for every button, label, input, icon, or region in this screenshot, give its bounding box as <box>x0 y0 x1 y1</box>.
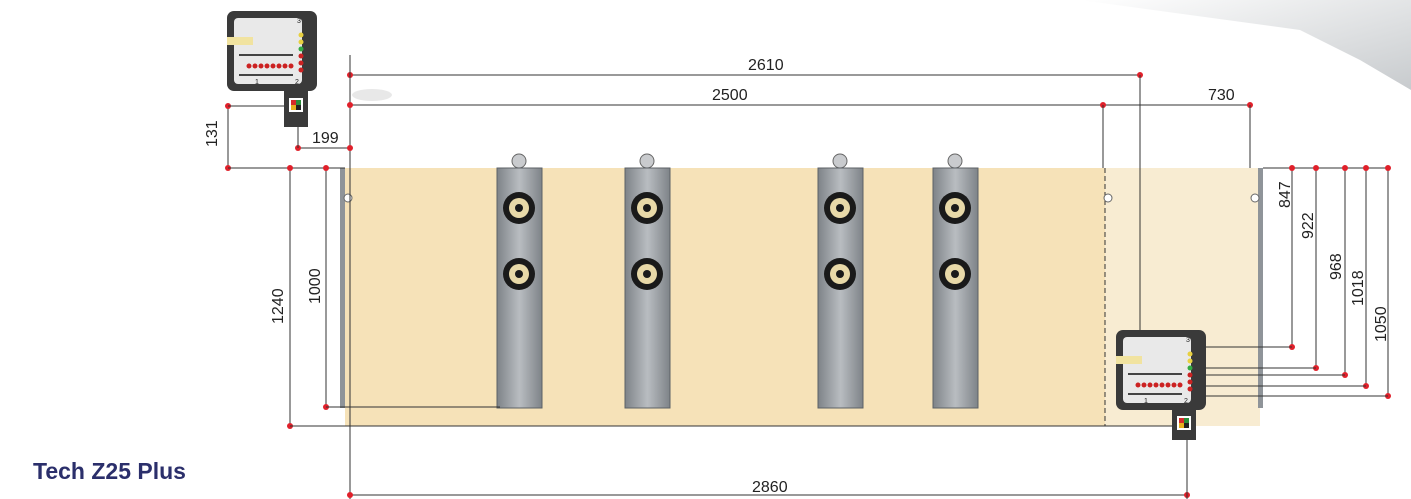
suction-cup-center <box>643 270 651 278</box>
dim-1050: 1050 <box>1373 306 1390 342</box>
console-tab <box>1116 356 1142 364</box>
dim-console-offset-x: 199 <box>312 130 339 147</box>
suction-cup-center <box>643 204 651 212</box>
console-tab <box>227 37 253 45</box>
dim-922: 922 <box>1300 212 1317 239</box>
console-num-2: 2 <box>295 79 299 86</box>
control-console-top: 3 1 2 <box>227 11 317 127</box>
console-led-row <box>1135 382 1183 388</box>
console-lights <box>1187 351 1193 392</box>
right-stop-bar <box>1258 168 1263 408</box>
rail-end-knob <box>832 153 848 169</box>
dim-overall-length: 2610 <box>748 57 784 74</box>
suction-cup-center <box>836 270 844 278</box>
dim-968: 968 <box>1328 253 1345 280</box>
dimension-dot <box>1385 165 1391 171</box>
dimension-dot <box>347 102 353 108</box>
suction-rail <box>496 153 543 409</box>
right-stop-pin <box>1250 193 1260 203</box>
left-stop-pin <box>343 193 353 203</box>
console-led-row <box>246 63 294 69</box>
dimension-dot <box>1363 165 1369 171</box>
dim-bottom-length: 2860 <box>752 479 788 496</box>
product-title: Tech Z25 Plus <box>33 458 186 484</box>
mid-stop-pin <box>1103 193 1113 203</box>
dimension-dot <box>1289 165 1295 171</box>
console-num-3: 3 <box>297 18 301 25</box>
console-num-1: 1 <box>255 79 259 86</box>
dimension-dot <box>347 492 353 498</box>
dimension-dot <box>1342 165 1348 171</box>
dimension-dot <box>1313 165 1319 171</box>
dimension-dot <box>323 165 329 171</box>
suction-rail <box>932 153 979 409</box>
console-num-3: 3 <box>1186 337 1190 344</box>
faint-shape <box>352 89 392 101</box>
suction-rail <box>624 153 671 409</box>
dimension-lines <box>225 55 1391 499</box>
dim-depth-work: 1000 <box>307 268 324 304</box>
dim-1018: 1018 <box>1350 270 1367 306</box>
rail-end-knob <box>947 153 963 169</box>
dim-847: 847 <box>1277 181 1294 208</box>
suction-cup-center <box>951 204 959 212</box>
suction-cup-center <box>836 204 844 212</box>
rail-end-knob <box>639 153 655 169</box>
suction-cup-center <box>515 270 523 278</box>
work-table-main <box>345 168 1105 426</box>
suction-cup-center <box>951 270 959 278</box>
dim-depth-total: 1240 <box>270 288 287 324</box>
console-num-2: 2 <box>1184 398 1188 405</box>
dim-right-zone: 730 <box>1208 87 1235 104</box>
dimension-dot <box>287 165 293 171</box>
dim-console-offset-y: 131 <box>204 120 221 147</box>
control-console-bottom: 3 1 2 <box>1116 330 1206 440</box>
console-num-1: 1 <box>1144 398 1148 405</box>
console-lights <box>298 32 304 73</box>
suction-rail <box>817 153 864 409</box>
suction-cup-center <box>515 204 523 212</box>
left-stop-bar <box>340 168 345 408</box>
suction-rails <box>496 153 979 409</box>
rail-end-knob <box>511 153 527 169</box>
dim-work-length: 2500 <box>712 87 748 104</box>
dimension-dot <box>347 145 353 151</box>
background-shadow <box>1080 0 1411 90</box>
